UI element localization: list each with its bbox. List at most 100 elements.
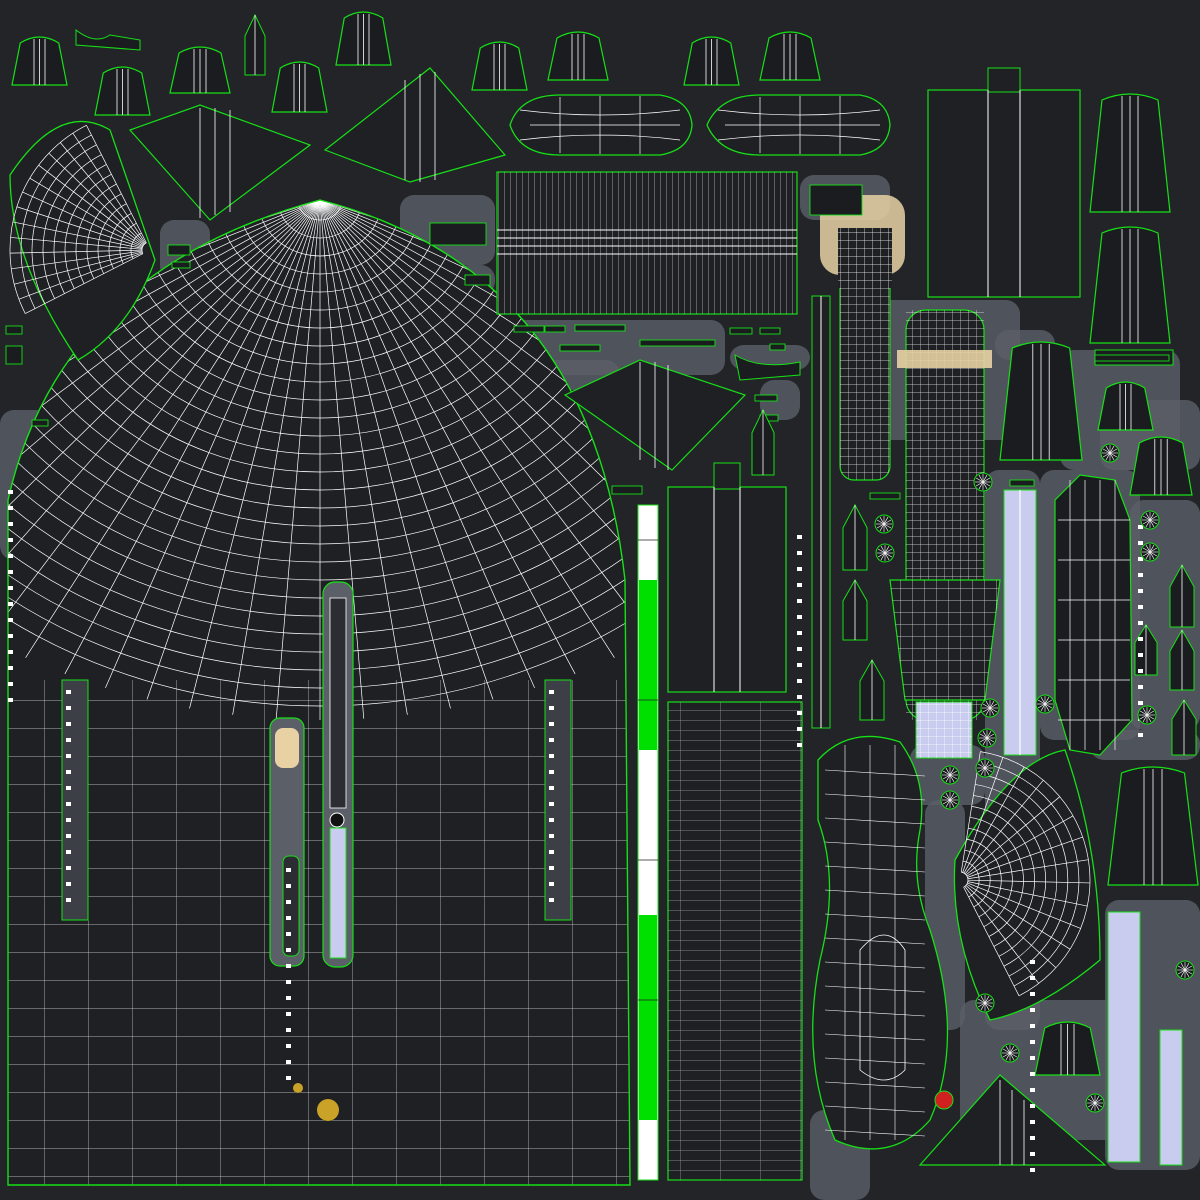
uv-dot [66, 850, 71, 854]
uv-dot [549, 802, 554, 806]
uv-dot [549, 850, 554, 854]
fan-ray [967, 859, 1089, 880]
uv-dot [8, 538, 13, 542]
uv-dot [8, 650, 13, 654]
dome-inner-strips [61, 581, 572, 1121]
uv-dot [797, 743, 802, 747]
uv-dot [286, 932, 291, 936]
dome-ray [319, 200, 451, 709]
uv-dot [1138, 669, 1143, 673]
uv-shell-organic [812, 735, 949, 1150]
uv-dot [8, 698, 13, 702]
uv-dot [66, 754, 71, 758]
uv-dot [797, 599, 802, 603]
uv-shell-rows-panel [496, 171, 798, 315]
fan-ray [25, 253, 144, 314]
organic-wire-line [824, 1081, 926, 1089]
rosette-wire [1087, 1098, 1103, 1108]
uv-dot [797, 679, 802, 683]
fan-ray [963, 766, 1025, 874]
uv-dot [1030, 1088, 1035, 1092]
fan-ray [966, 815, 1074, 877]
uv-shell-icon [734, 353, 801, 381]
uv-dot [797, 711, 802, 715]
uv-dot [1030, 1136, 1035, 1140]
dome-ray [8, 200, 321, 619]
organic-wire-line [824, 1105, 926, 1113]
uv-dot [1030, 1104, 1035, 1108]
rosette-wire [977, 763, 993, 773]
rosette-wire [1142, 547, 1158, 557]
fan-ray [14, 251, 143, 285]
dome-ray [8, 200, 321, 596]
uv-chip [167, 244, 191, 256]
organic-wire-line [859, 934, 906, 1081]
rosette-wire [942, 795, 958, 805]
uv-dot [549, 770, 554, 774]
uv-dot [797, 535, 802, 539]
rosette-wire [1139, 710, 1155, 720]
dome-ray [8, 200, 321, 640]
uv-chip [513, 325, 545, 333]
fan-ray [38, 164, 144, 246]
dome-ray [319, 200, 365, 719]
organic-wire-line [824, 961, 926, 969]
uv-chip [729, 327, 753, 335]
uv-dot [1030, 1152, 1035, 1156]
uv-dot [286, 868, 291, 872]
uv-dot [286, 884, 291, 888]
organic-wire-line [824, 889, 926, 897]
uv-chip [574, 324, 626, 332]
rosette-wire [877, 548, 893, 558]
uv-dot [1138, 653, 1143, 657]
uv-dot [1030, 976, 1035, 980]
fan-ray [18, 252, 143, 300]
dome-ray [25, 200, 321, 658]
rosette-wire [1102, 448, 1118, 458]
fan-ray [60, 142, 146, 245]
organic-wire-line [824, 865, 926, 873]
texture-blob [760, 380, 800, 420]
rosette-wire [1002, 1048, 1018, 1058]
organic-wire-line [824, 1033, 926, 1041]
uv-chip [754, 394, 778, 402]
uv-shell-pods [509, 94, 891, 156]
uv-dot [549, 818, 554, 822]
uv-dot [8, 570, 13, 574]
fan-arc [961, 871, 969, 888]
uv-chip [5, 325, 23, 335]
rosette-wire [975, 477, 991, 487]
uv-dot [1030, 1168, 1035, 1172]
gold-dot-icon [317, 1099, 339, 1121]
uv-dot [797, 615, 802, 619]
uv-dot [286, 916, 291, 920]
uv-chip [809, 184, 863, 216]
organic-wire-line [824, 985, 926, 993]
uv-dot [286, 900, 291, 904]
fan-ray [964, 779, 1044, 875]
uv-dot [8, 666, 13, 670]
uv-dot [1138, 557, 1143, 561]
dome-ray [319, 200, 630, 640]
fan-ray [29, 177, 144, 247]
uv-detail-chips [5, 13, 1197, 1172]
fan-ray [11, 250, 143, 270]
fan-ray [967, 882, 1081, 929]
uv-dot [66, 882, 71, 886]
uv-dot [549, 786, 554, 790]
uv-rosettes [874, 443, 1195, 1113]
uv-dot [1030, 992, 1035, 996]
uv-dot [1138, 621, 1143, 625]
uv-dot [549, 866, 554, 870]
uv-dot [286, 1012, 291, 1016]
rosette-wire [977, 998, 993, 1008]
uv-dot [66, 786, 71, 790]
uv-dot [1030, 1008, 1035, 1012]
uv-shell-center-rects [667, 462, 803, 1181]
fan-ray [965, 796, 1061, 876]
uv-dot [1030, 1040, 1035, 1044]
dome-seam [7, 199, 631, 1186]
uv-chip [611, 485, 643, 495]
uv-dot [549, 834, 554, 838]
